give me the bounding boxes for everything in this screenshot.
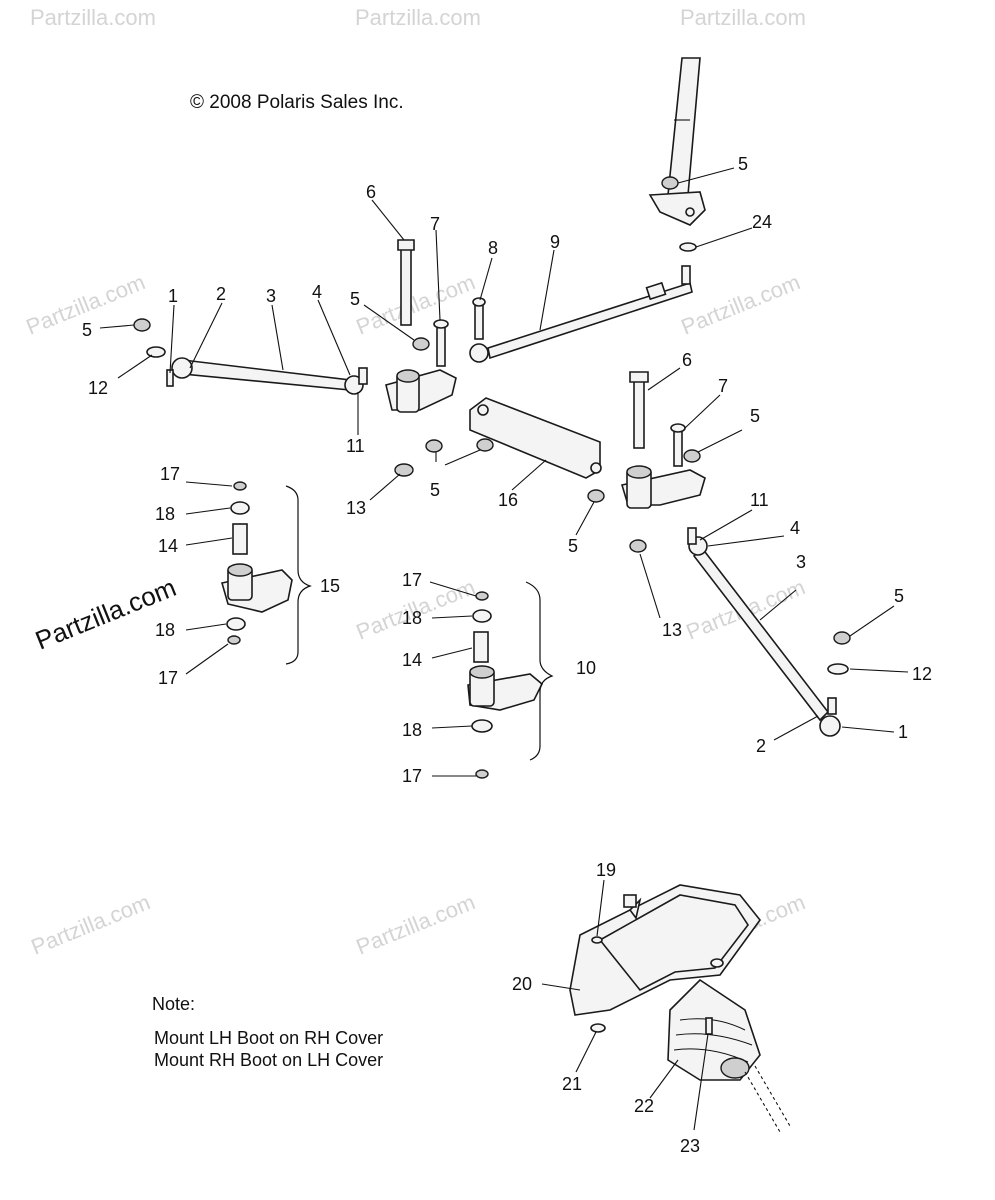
callout-label: 17 <box>160 464 180 484</box>
callout-label: 17 <box>402 766 422 786</box>
callout-label: 18 <box>155 620 175 640</box>
note-block: Note: Mount LH Boot on RH Cover Mount RH… <box>152 994 383 1070</box>
callout-label: 21 <box>562 1074 582 1094</box>
callout-label: 13 <box>662 620 682 640</box>
callout-label: 1 <box>898 722 908 742</box>
callout-label: 17 <box>402 570 422 590</box>
callout-label: 8 <box>488 238 498 258</box>
callout-label: 5 <box>750 406 760 426</box>
boot-cover-assembly <box>569 884 791 1133</box>
callout-label: 12 <box>912 664 932 684</box>
callout-label: 6 <box>366 182 376 202</box>
callout-label: 22 <box>634 1096 654 1116</box>
watermark: Partzilla.com <box>28 889 154 959</box>
callout-label: 7 <box>718 376 728 396</box>
callout-label: 16 <box>498 490 518 510</box>
callout-label: 18 <box>155 504 175 524</box>
callout-label: 5 <box>568 536 578 556</box>
callout-label: 17 <box>158 668 178 688</box>
callout-label: 2 <box>756 736 766 756</box>
callout-label: 11 <box>346 436 365 456</box>
callout-label: 14 <box>158 536 178 556</box>
idler-assembly-15 <box>220 481 312 665</box>
callout-label: 4 <box>312 282 322 302</box>
callout-label: 3 <box>796 552 806 572</box>
callout-label: 6 <box>682 350 692 370</box>
callout-label: 13 <box>346 498 366 518</box>
callout-label: 18 <box>402 720 422 740</box>
callout-label: 5 <box>894 586 904 606</box>
callout-label: 1 <box>168 286 178 306</box>
callout-label: 5 <box>82 320 92 340</box>
callout-label: 2 <box>216 284 226 304</box>
callout-label: 23 <box>680 1136 700 1156</box>
note-line: Mount LH Boot on RH Cover <box>154 1028 383 1048</box>
callout-label: 3 <box>266 286 276 306</box>
callout-label: 19 <box>596 860 616 880</box>
steering-column <box>648 57 706 226</box>
copyright-text: © 2008 Polaris Sales Inc. <box>190 92 404 113</box>
callout-label: 15 <box>320 576 340 596</box>
watermark: Partzilla.com <box>353 269 479 339</box>
callout-label: 12 <box>88 378 108 398</box>
watermark: Partzilla.com <box>678 269 804 339</box>
note-line: Mount RH Boot on LH Cover <box>154 1050 383 1070</box>
callout-label: 5 <box>430 480 440 500</box>
right-tie-rod <box>687 527 851 737</box>
callout-label: 24 <box>752 212 772 232</box>
callout-label: 20 <box>512 974 532 994</box>
watermark: Partzilla.com <box>355 5 481 30</box>
leader-lines <box>99 167 909 1131</box>
callout-label: 18 <box>402 608 422 628</box>
callout-label: 14 <box>402 650 422 670</box>
callout-label: 7 <box>430 214 440 234</box>
callout-labels: 1 2 3 4 5 5 6 7 8 9 5 24 12 11 5 13 16 5… <box>82 154 932 1156</box>
callout-label: 5 <box>738 154 748 174</box>
watermark: Partzilla.com <box>30 5 156 30</box>
idler-assembly-10 <box>467 581 554 779</box>
left-tie-rod <box>133 318 368 395</box>
watermark: Partzilla.com <box>353 889 479 959</box>
note-heading: Note: <box>152 994 195 1014</box>
watermark-large: Partzilla.com <box>31 572 180 656</box>
callout-label: 5 <box>350 289 360 309</box>
watermark: Partzilla.com <box>680 5 806 30</box>
callout-label: 11 <box>750 490 769 510</box>
center-linkage <box>385 176 706 553</box>
callout-label: 9 <box>550 232 560 252</box>
callout-label: 4 <box>790 518 800 538</box>
callout-label: 10 <box>576 658 596 678</box>
